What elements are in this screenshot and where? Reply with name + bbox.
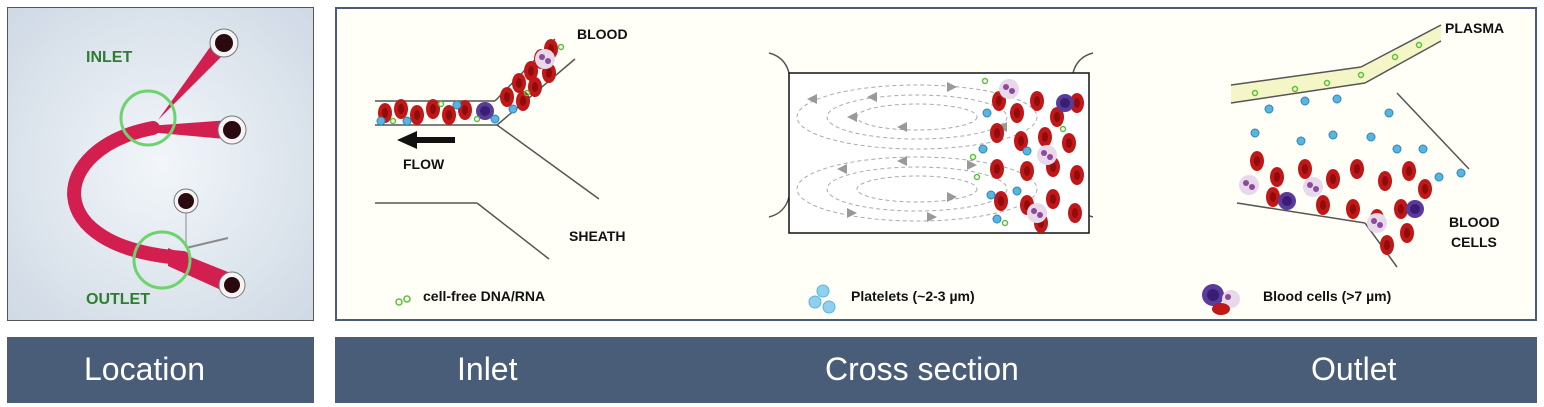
outlet-highlight-circle <box>132 230 192 290</box>
inlet-cells <box>376 39 565 126</box>
caption-inlet: Inlet <box>457 351 518 387</box>
caption-bar-location: Location <box>7 337 314 403</box>
outlet-port-bottom-hole <box>224 277 240 293</box>
outlet-lower-wall <box>1236 202 1366 224</box>
legend-platelet-label: Platelets (~2-3 µm) <box>851 288 975 304</box>
blood-cells-label-line2: CELLS <box>1451 234 1497 250</box>
legend: cell-free DNA/RNA Platelets (~2-3 µm) Bl… <box>395 284 1391 315</box>
inlet-highlight-circle <box>119 89 177 147</box>
curved-channel <box>67 121 190 265</box>
inlet-tube <box>158 36 230 120</box>
dna-rna-icon <box>395 295 411 306</box>
dean-vortices <box>796 84 1038 222</box>
blood-label: BLOOD <box>577 26 628 42</box>
flow-arrow-icon <box>397 131 455 149</box>
cross-section-diagram <box>768 52 1094 234</box>
plasma-stream <box>1231 25 1441 103</box>
outlet-diagram: PLASMA BLOOD CELLS <box>1230 20 1504 268</box>
legend-blood-cell-label: Blood cells (>7 µm) <box>1263 288 1391 304</box>
outlet-port-mid-hole <box>178 193 194 209</box>
legend-dna-label: cell-free DNA/RNA <box>423 288 545 304</box>
inlet-port-side-hole <box>223 121 241 139</box>
inlet-label: INLET <box>86 49 132 66</box>
caption-cross-section: Cross section <box>825 351 1019 387</box>
diagram-drawing: FLOW BLOOD SHEATH <box>375 20 1504 315</box>
sheath-tube <box>148 120 236 140</box>
inlet-port-top-hole <box>215 34 233 52</box>
diagram-panel: FLOW BLOOD SHEATH <box>335 7 1537 321</box>
sheath-upper-wall <box>496 124 600 200</box>
inlet-diagram: FLOW BLOOD SHEATH <box>375 26 628 260</box>
blood-cell-icon <box>1202 284 1240 315</box>
plasma-label: PLASMA <box>1445 20 1504 36</box>
blood-cells-label-line1: BLOOD <box>1449 214 1500 230</box>
device-photo: INLET OUTLET <box>7 7 314 321</box>
outlet-label: OUTLET <box>86 291 150 308</box>
caption-location: Location <box>84 351 205 387</box>
flow-label: FLOW <box>403 156 445 172</box>
outlet-pin <box>185 237 229 249</box>
sheath-lower-wall-slope <box>476 202 550 260</box>
outlet-upper-wall <box>1396 92 1470 170</box>
caption-outlet: Outlet <box>1311 351 1397 387</box>
caption-bar-diagram: Inlet Cross section Outlet <box>335 337 1537 403</box>
sheath-label: SHEATH <box>569 228 626 244</box>
platelet-icon <box>808 284 836 314</box>
device-photo-drawing: INLET OUTLET <box>8 8 313 320</box>
